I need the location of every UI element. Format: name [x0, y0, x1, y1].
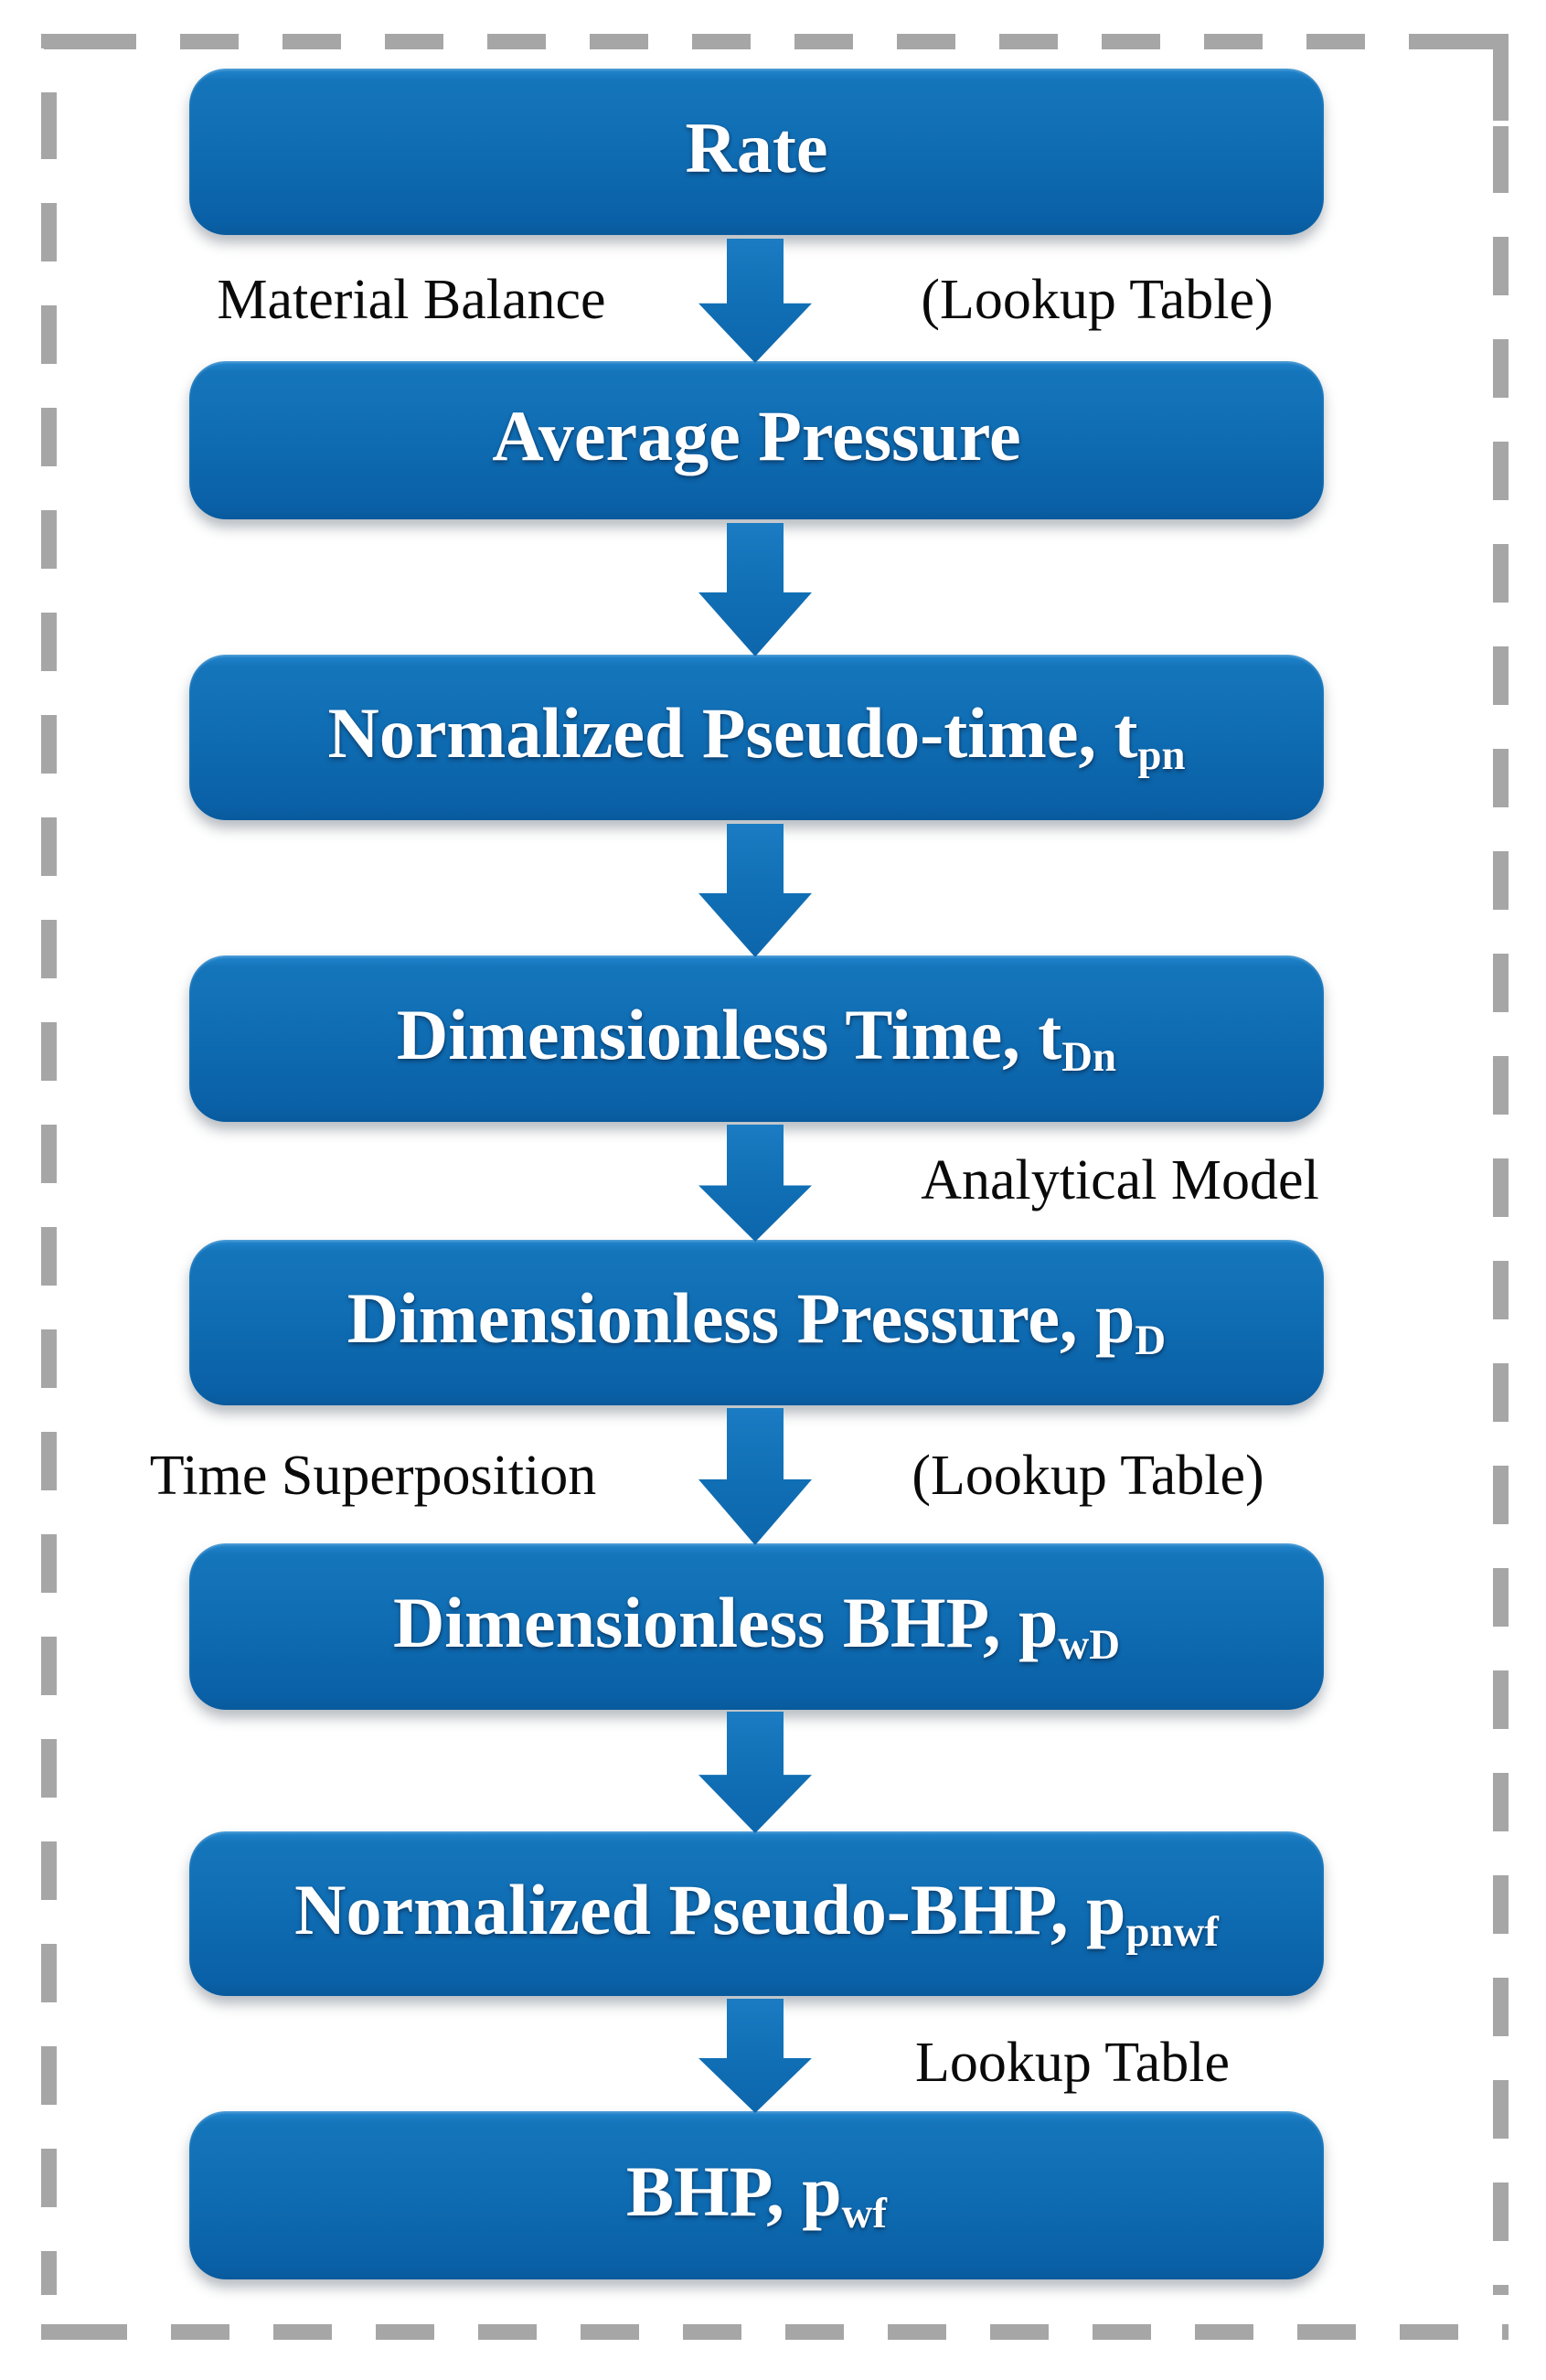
arrow-average-pressure-to-normalized-pseudo-time	[698, 523, 812, 656]
node-rate-label: Rate	[685, 107, 828, 187]
dashed-border-bottom	[41, 2324, 1509, 2340]
node-normalized-pseudo-bhp-label: Normalized Pseudo-BHP, ppnwf	[294, 1869, 1219, 1956]
arrow-dimensionless-pressure-to-dimensionless-bhp	[698, 1408, 812, 1545]
arrow-normalized-pseudo-time-to-dimensionless-time	[698, 824, 812, 957]
node-average-pressure-label: Average Pressure	[492, 396, 1021, 476]
edge-label-lookup-table-1: (Lookup Table)	[921, 269, 1274, 331]
node-dimensionless-bhp: Dimensionless BHP, pwD	[189, 1543, 1324, 1710]
node-normalized-pseudo-time: Normalized Pseudo-time, tpn	[189, 655, 1324, 820]
node-dimensionless-pressure-label: Dimensionless Pressure, pD	[347, 1278, 1167, 1365]
edge-label-time-superposition: Time Superposition	[149, 1445, 597, 1507]
edge-label-analytical-model: Analytical Model	[921, 1149, 1319, 1211]
node-bhp-label: BHP, pwf	[626, 2151, 887, 2237]
dashed-border-top	[41, 34, 1509, 49]
node-bhp: BHP, pwf	[189, 2111, 1324, 2279]
node-dimensionless-time-label: Dimensionless Time, tDn	[396, 994, 1117, 1081]
node-dimensionless-pressure: Dimensionless Pressure, pD	[189, 1240, 1324, 1405]
edge-label-material-balance: Material Balance	[217, 269, 606, 331]
edge-label-lookup-table-3: Lookup Table	[914, 2032, 1231, 2094]
node-normalized-pseudo-time-label: Normalized Pseudo-time, tpn	[327, 693, 1186, 780]
arrow-normalized-pseudo-bhp-to-bhp	[698, 1999, 812, 2113]
arrow-dimensionless-bhp-to-normalized-pseudo-bhp	[698, 1712, 812, 1833]
node-dimensionless-time: Dimensionless Time, tDn	[189, 955, 1324, 1122]
dashed-border-right	[1493, 34, 1509, 2295]
dashed-border-corner-topright	[1493, 34, 1509, 121]
edge-label-lookup-table-2: (Lookup Table)	[912, 1445, 1264, 1507]
arrow-dimensionless-time-to-dimensionless-pressure	[698, 1125, 812, 1242]
arrow-rate-to-average-pressure	[698, 239, 812, 363]
node-rate: Rate	[189, 69, 1324, 235]
node-dimensionless-bhp-label: Dimensionless BHP, pwD	[392, 1582, 1121, 1669]
dashed-border-corner-topright	[1411, 34, 1509, 49]
dashed-border-left	[41, 34, 57, 2295]
node-average-pressure: Average Pressure	[189, 361, 1324, 519]
node-normalized-pseudo-bhp: Normalized Pseudo-BHP, ppnwf	[189, 1831, 1324, 1996]
